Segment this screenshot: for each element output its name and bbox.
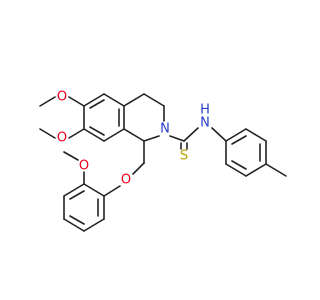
molecule-diagram: O O O O N N H S	[39, 89, 287, 232]
bond	[103, 93, 125, 107]
bond	[89, 126, 105, 136]
molecule-svg: O O O O N N H S	[39, 90, 287, 232]
bond	[225, 128, 247, 142]
atom-hydrogen-amide: H	[200, 103, 210, 118]
atom-oxygen-middle: O	[57, 131, 67, 146]
bond	[245, 128, 267, 142]
atom-oxygen-ether: O	[121, 173, 131, 188]
atom-nitrogen-amide: N	[200, 116, 210, 131]
bond-lines	[39, 93, 287, 232]
bond	[83, 218, 105, 232]
bond	[89, 99, 105, 109]
bond	[83, 128, 105, 142]
bond	[63, 151, 79, 161]
bond	[169, 135, 185, 142]
bond	[132, 162, 145, 175]
bond	[68, 96, 85, 107]
atom-oxygen-bottom: O	[79, 159, 89, 174]
bond	[63, 183, 85, 197]
bond	[63, 218, 85, 232]
bond	[103, 128, 125, 142]
bond	[123, 128, 145, 142]
bond	[39, 128, 56, 139]
atom-sulfur: S	[180, 149, 188, 164]
bond	[68, 128, 85, 139]
atom-labels: O O O O N N H S	[57, 90, 210, 188]
bond	[83, 183, 105, 197]
atom-oxygen-top: O	[57, 90, 67, 105]
bond	[231, 135, 247, 145]
bond	[183, 127, 199, 142]
bond	[231, 160, 247, 170]
bond	[69, 215, 85, 225]
bond	[143, 93, 165, 107]
bond	[225, 163, 247, 177]
bond	[143, 135, 160, 142]
bond	[83, 93, 105, 107]
bond	[211, 127, 227, 142]
bond	[69, 190, 85, 200]
bond	[245, 163, 267, 177]
bond	[123, 93, 145, 107]
bond	[39, 96, 56, 107]
bond	[103, 185, 121, 197]
atom-nitrogen-ring: N	[160, 122, 170, 137]
bond	[265, 163, 287, 177]
